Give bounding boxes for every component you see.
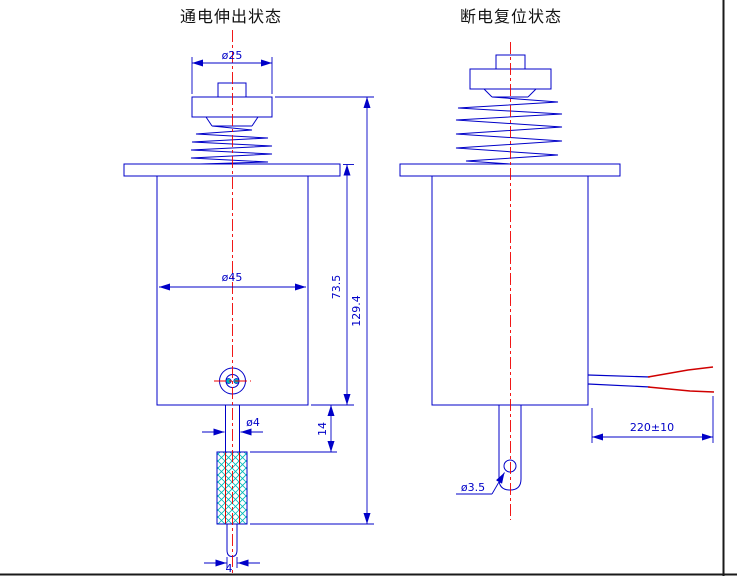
- dim-129-4: 129.4: [250, 96, 374, 525]
- dim-dia45: ø45: [159, 271, 306, 291]
- dim-label-dia4: ø4: [246, 416, 260, 429]
- wire-lead-bottom: [647, 386, 715, 393]
- right-view: [399, 54, 715, 491]
- rod-hole: [503, 459, 517, 473]
- dim-label-dia25: ø25: [222, 49, 243, 62]
- cap-plate: [191, 96, 273, 118]
- left-push-rod: [225, 405, 240, 452]
- dim-label-220: 220±10: [630, 421, 674, 434]
- right-spring: [455, 96, 563, 165]
- left-plunger-cap: [191, 82, 273, 127]
- right-flange: [399, 163, 621, 177]
- dim-73-5: 73.5: [311, 164, 354, 406]
- dim-label-73-5: 73.5: [330, 275, 343, 300]
- guide-block: [216, 451, 248, 525]
- centerlines: [214, 30, 511, 575]
- dim-dia3-5: ø3.5: [456, 472, 505, 495]
- dim-220: 220±10: [591, 396, 714, 443]
- dim-label-dia45: ø45: [222, 271, 243, 284]
- dim-dia25: ø25: [191, 49, 273, 94]
- dim-label-dia3-5: ø3.5: [461, 481, 485, 494]
- left-view-title: 通电伸出状态: [180, 7, 282, 26]
- dimensions: ø25 ø45 ø4 14 73.5: [159, 49, 714, 575]
- right-body: [431, 175, 589, 406]
- left-view: [123, 82, 341, 558]
- right-rod: [498, 405, 522, 491]
- lead-wires: [587, 366, 715, 393]
- dim-label-4: 4: [226, 562, 233, 575]
- dim-label-129-4: 129.4: [350, 295, 363, 327]
- dim-dia4: ø4: [202, 416, 263, 436]
- wire-lead-top: [647, 366, 714, 378]
- cap-knob: [217, 82, 247, 98]
- dim-label-14: 14: [316, 422, 329, 436]
- left-flange: [123, 163, 341, 177]
- dim-4: 4: [204, 557, 260, 575]
- right-view-title: 断电复位状态: [460, 7, 562, 26]
- left-rod-tip: [226, 524, 238, 558]
- left-spring: [190, 125, 273, 165]
- dim-14: 14: [250, 405, 337, 453]
